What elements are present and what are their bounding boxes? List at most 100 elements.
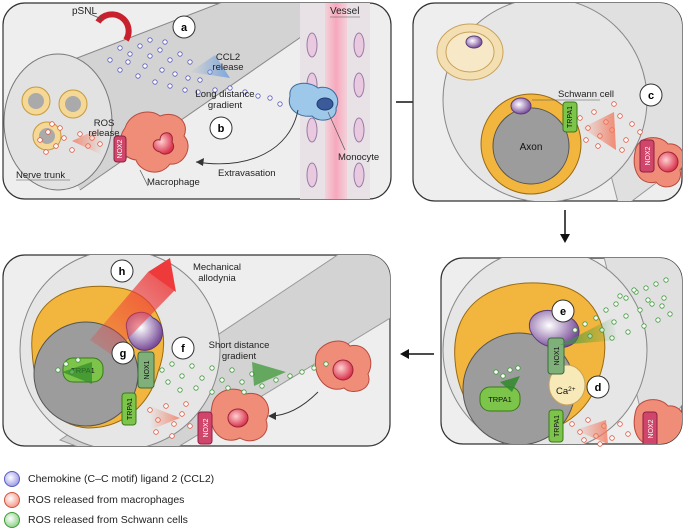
ros-green-dot xyxy=(643,285,649,291)
ros-dot xyxy=(623,137,629,143)
ccl2-dot xyxy=(142,63,148,69)
calcium-sup: 2+ xyxy=(568,386,576,393)
ros-dot xyxy=(619,147,625,153)
label-extravasation: Extravasation xyxy=(218,168,276,179)
ros-green-dot xyxy=(623,313,629,319)
ros-arrow-c xyxy=(582,112,616,150)
ccl2-dot xyxy=(147,53,153,59)
ccl2-dot xyxy=(177,51,183,57)
ccl2-dot xyxy=(187,59,193,65)
ros-dot xyxy=(611,101,617,107)
ros-green-dot xyxy=(659,303,665,309)
ros-dot xyxy=(597,441,603,447)
ros-dot xyxy=(609,435,615,441)
label-long-gradient-2: gradient xyxy=(208,100,243,111)
ros-green-dot xyxy=(323,361,329,367)
ccl2-dot xyxy=(277,101,283,107)
ros-green-dot xyxy=(653,281,659,287)
ccl2-gradient-arrow xyxy=(190,55,230,78)
ros-green-dot xyxy=(179,373,185,379)
label-psnl: pSNL xyxy=(72,6,97,17)
ccl2-dot xyxy=(162,39,168,45)
ccl2-dot xyxy=(185,75,191,81)
ros-dot xyxy=(43,149,49,155)
marker-h: h xyxy=(119,266,126,278)
ros-green-dot xyxy=(165,379,171,385)
ros-green-dot xyxy=(661,295,667,301)
label-allodynia-1: Mechanical xyxy=(193,262,241,273)
ros-green-dot xyxy=(229,367,235,373)
ccl2-dot xyxy=(152,79,158,85)
legend-label-ccl2: Chemokine (C–C motif) ligand 2 (CCL2) xyxy=(28,473,215,485)
ros-dot xyxy=(49,121,55,127)
ros-green-dot xyxy=(493,369,499,375)
ccl2-dot xyxy=(117,45,123,51)
ros-dot xyxy=(591,109,597,115)
nox2-label-fgh: NOX2 xyxy=(203,418,210,437)
trpa1-inner-label-de: TRPA1 xyxy=(488,395,512,404)
allodynia-arrow xyxy=(90,272,175,355)
ros-dot xyxy=(77,131,83,137)
nox2-label-de: NOX2 xyxy=(648,419,655,438)
ros-dot xyxy=(179,411,185,417)
ros-green-dot xyxy=(159,367,165,373)
legend-item-ccl2: Chemokine (C–C motif) ligand 2 (CCL2) xyxy=(4,471,214,487)
ros-green-dot xyxy=(603,307,609,313)
ros-green-dot xyxy=(239,379,245,385)
ros-green-dot xyxy=(507,367,513,373)
ccl2-dot xyxy=(117,67,123,73)
legend-label-ros-schwann: ROS released from Schwann cells xyxy=(28,514,188,526)
ccl2-dot xyxy=(227,85,233,91)
ccl2-dot xyxy=(159,67,165,73)
ros-green-dot xyxy=(645,297,651,303)
ros-dot xyxy=(625,431,631,437)
marker-c: c xyxy=(648,90,654,102)
ros-green-dot xyxy=(189,363,195,369)
ccl2-dot xyxy=(182,87,188,93)
label-short-gradient-2: gradient xyxy=(222,351,257,362)
legend-label-ros-macrophage: ROS released from macrophages xyxy=(28,494,185,506)
ros-dot xyxy=(569,421,575,427)
ros-dot xyxy=(57,125,63,131)
legend-item-ros-schwann: ROS released from Schwann cells xyxy=(4,512,188,528)
ros-dot xyxy=(163,403,169,409)
trpa1-membrane-label-de: TRPA1 xyxy=(554,415,561,437)
marker-a: a xyxy=(181,22,188,34)
ros-green-dot xyxy=(193,385,199,391)
ros-dot xyxy=(45,129,51,135)
ros-dot xyxy=(169,433,175,439)
label-ros-release-2: release xyxy=(88,128,119,139)
ccl2-dot xyxy=(167,57,173,63)
ros-dot xyxy=(37,137,43,143)
panel-ab: pSNL Vessel a CCL2 release Long distance… xyxy=(2,2,392,200)
nox1-label-fgh: NOX1 xyxy=(144,360,151,379)
ros-arrow-fgh xyxy=(252,362,286,386)
ros-dot xyxy=(53,143,59,149)
ros-dot xyxy=(595,143,601,149)
trpa1-membrane-label-fgh: TRPA1 xyxy=(127,398,134,420)
ros-green-dot xyxy=(663,277,669,283)
label-nerve-trunk: Nerve trunk xyxy=(16,170,65,181)
ros-arrow-a xyxy=(72,127,102,155)
label-monocyte: Monocyte xyxy=(338,152,379,163)
ccl2-dot xyxy=(167,83,173,89)
label-vessel: Vessel xyxy=(330,6,359,17)
ros-green-dot xyxy=(177,387,183,393)
ros-dot xyxy=(629,121,635,127)
ros-dot xyxy=(171,421,177,427)
monocyte xyxy=(288,82,339,121)
ccl2-dot xyxy=(107,57,113,63)
ccl2-dot xyxy=(137,43,143,49)
nox2-label-b: NOX2 xyxy=(117,139,124,158)
ros-green-dot xyxy=(515,365,521,371)
ros-green-dot xyxy=(623,295,629,301)
trpa1-label-c: TRPA1 xyxy=(567,106,574,128)
label-schwann-cell: Schwann cell xyxy=(558,89,614,100)
ros-green-dot xyxy=(625,329,631,335)
nox1-label-de: NOX1 xyxy=(554,346,561,365)
legend-swatch-ccl2 xyxy=(4,471,20,487)
ros-arrow-de xyxy=(560,318,618,345)
ros-green-dot xyxy=(225,385,231,391)
panel-de: NOX1 TRPA1 TRPA1 NOX2 Ca2+ e d xyxy=(440,257,683,447)
